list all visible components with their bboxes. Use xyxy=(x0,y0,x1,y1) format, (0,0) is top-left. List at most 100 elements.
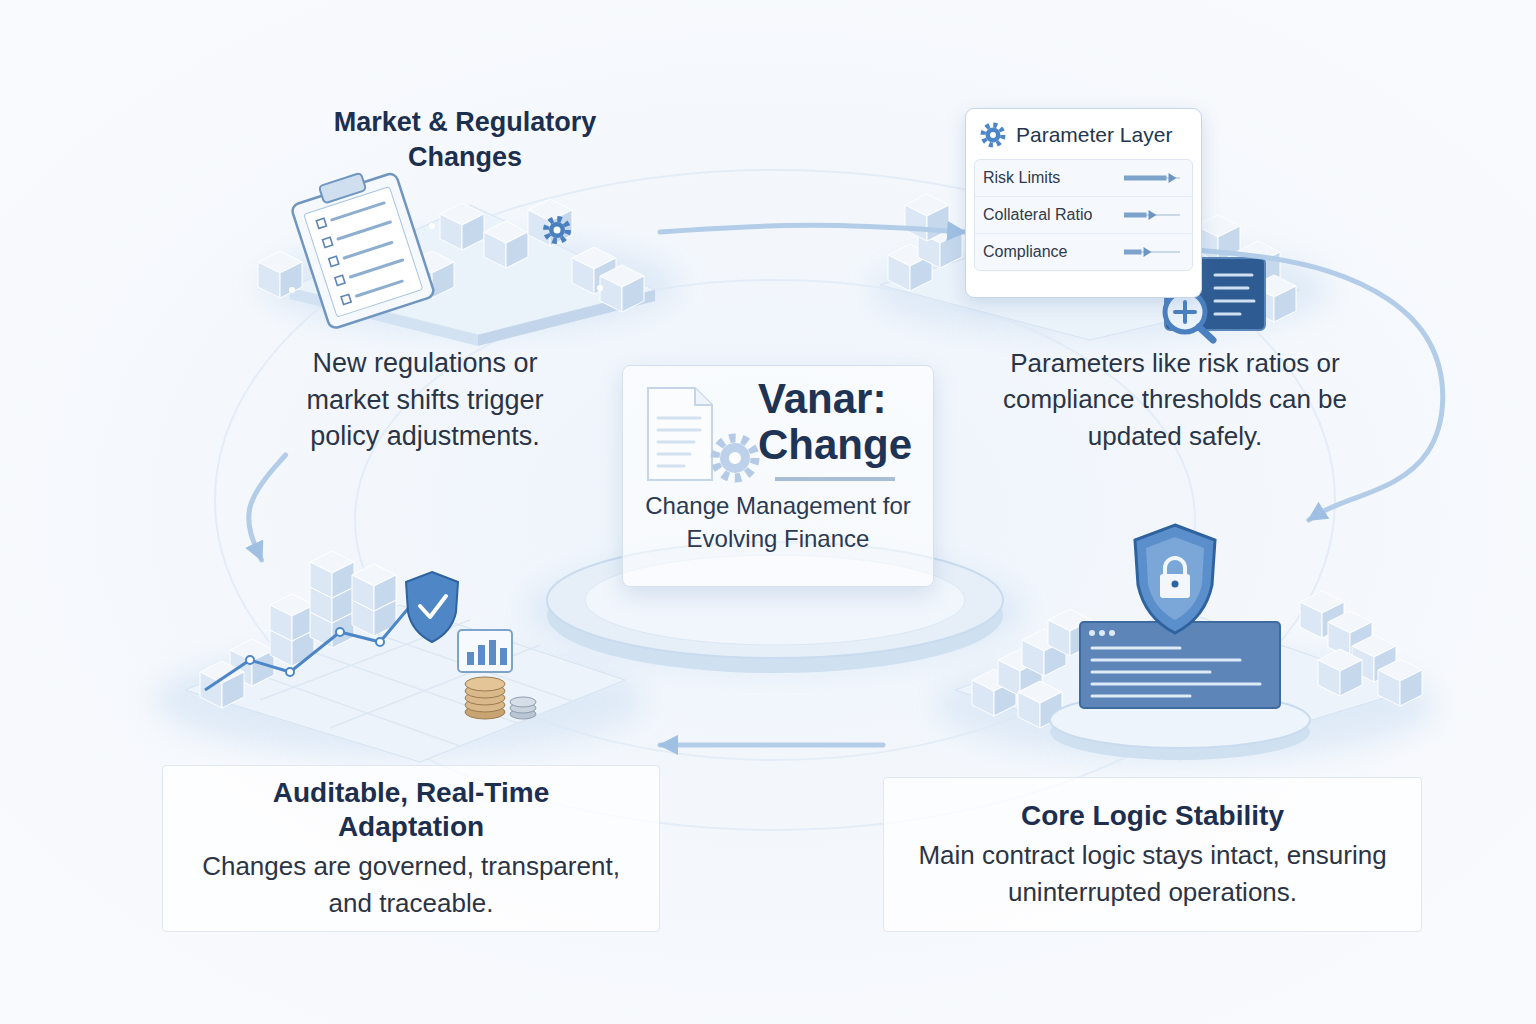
adaptation-illustration xyxy=(376,638,384,646)
market-illustration xyxy=(546,219,568,241)
slider-bar xyxy=(1124,250,1142,255)
section-description: New regulations or market shifts trigger… xyxy=(275,345,575,455)
market-illustration xyxy=(341,294,351,304)
adaptation-illustration xyxy=(458,630,512,672)
market-illustration xyxy=(440,203,484,250)
adaptation-illustration xyxy=(420,596,446,617)
gear-icon xyxy=(983,125,1003,145)
card-subtitle: Change Management for Evolving Finance xyxy=(623,490,927,555)
slider-icon xyxy=(1122,245,1184,259)
market-illustration xyxy=(335,275,345,285)
process-section: Auditable, Real-Time AdaptationChanges a… xyxy=(162,560,660,932)
core-logic-illustration xyxy=(1135,525,1215,633)
adaptation-illustration xyxy=(467,652,474,665)
core-logic-illustration xyxy=(1318,649,1362,696)
adaptation-illustration xyxy=(406,572,458,642)
center-card: Vanar: ChangeChange Management for Evolv… xyxy=(622,365,934,587)
market-illustration xyxy=(597,285,603,291)
market-illustration xyxy=(316,218,326,228)
parameter-row: Compliance xyxy=(975,234,1192,270)
adaptation-illustration xyxy=(510,697,536,707)
flow-arrow xyxy=(660,225,965,232)
parameter-illustration xyxy=(1215,275,1254,314)
market-illustration xyxy=(549,222,565,238)
adaptation-illustration xyxy=(205,592,422,690)
market-illustration xyxy=(528,199,572,246)
adaptation-illustration xyxy=(478,645,485,665)
market-illustration xyxy=(319,173,366,204)
parameter-panel: Parameter LayerRisk LimitsCollateral Rat… xyxy=(965,108,1202,298)
adaptation-illustration xyxy=(465,677,505,691)
market-illustration xyxy=(289,287,295,293)
market-illustration xyxy=(429,223,435,229)
box-description: Changes are governed, transparent, and t… xyxy=(183,848,639,921)
adaptation-illustration xyxy=(500,648,507,665)
core-logic-illustration xyxy=(1146,537,1204,620)
parameter-name: Compliance xyxy=(983,243,1067,261)
market-illustration xyxy=(546,219,568,241)
slider-icon xyxy=(1122,208,1184,222)
market-illustration xyxy=(600,265,644,312)
adaptation-illustration xyxy=(336,628,344,636)
slider-knob xyxy=(1169,173,1177,183)
slider-bar xyxy=(1124,213,1147,218)
parameter-row: Collateral Ratio xyxy=(975,197,1192,234)
panel-header: Parameter Layer xyxy=(974,117,1193,153)
adaptation-illustration xyxy=(286,668,294,676)
info-box: Core Logic StabilityMain contract logic … xyxy=(883,777,1422,932)
gear-icon xyxy=(986,128,1001,143)
core-logic-illustration xyxy=(955,610,1410,760)
adaptation-illustration xyxy=(352,564,396,611)
parameter-list: Risk LimitsCollateral RatioCompliance xyxy=(974,159,1193,271)
section-heading: Market & Regulatory Changes xyxy=(300,105,630,175)
process-section: Core Logic StabilityMain contract logic … xyxy=(883,520,1422,932)
parameter-illustration xyxy=(1199,327,1213,340)
info-box: Auditable, Real-Time AdaptationChanges a… xyxy=(162,765,660,932)
core-logic-illustration xyxy=(1160,574,1190,598)
flow-arrow xyxy=(660,742,883,747)
market-illustration xyxy=(332,203,409,296)
market-illustration xyxy=(287,163,435,330)
card-title: Vanar: Change xyxy=(758,376,930,468)
adaptation-illustration xyxy=(489,640,496,665)
market-illustration xyxy=(484,221,528,268)
adaptation-illustration xyxy=(185,551,625,762)
flow-arrow xyxy=(249,455,286,560)
gear-icon xyxy=(978,120,1008,150)
core-logic-illustration xyxy=(1089,630,1095,636)
gear-icon xyxy=(990,132,996,138)
box-description: Main contract logic stays intact, ensuri… xyxy=(904,837,1401,910)
core-logic-illustration xyxy=(1092,648,1260,696)
market-illustration xyxy=(323,237,333,247)
core-logic-illustration xyxy=(1165,558,1185,576)
core-logic-illustration xyxy=(1172,581,1179,588)
core-logic-illustration xyxy=(1378,659,1422,706)
slider-knob xyxy=(1149,210,1157,220)
market-illustration xyxy=(329,256,339,266)
core-logic-illustration xyxy=(1109,630,1115,636)
slider-icon xyxy=(1122,171,1184,185)
box-heading: Core Logic Stability xyxy=(1021,799,1284,833)
process-section: Market & Regulatory ChangesNew regulatio… xyxy=(270,105,660,455)
box-heading: Auditable, Real-Time Adaptation xyxy=(241,776,581,844)
parameter-illustration xyxy=(905,194,949,241)
core-logic-illustration xyxy=(1099,630,1105,636)
market-illustration xyxy=(258,251,302,298)
core-logic-illustration xyxy=(1080,622,1280,708)
market-illustration xyxy=(291,172,436,330)
adaptation-illustration xyxy=(185,605,625,762)
market-illustration xyxy=(554,227,561,234)
adaptation-illustration xyxy=(270,594,314,641)
adaptation-illustration xyxy=(310,551,354,598)
adaptation-illustration xyxy=(246,656,254,664)
panel-title: Parameter Layer xyxy=(1016,123,1172,147)
gear-icon xyxy=(983,125,1003,145)
market-illustration xyxy=(304,187,423,318)
description-label: Parameters like risk ratios or complianc… xyxy=(970,345,1380,454)
parameter-name: Collateral Ratio xyxy=(983,206,1092,224)
parameter-name: Risk Limits xyxy=(983,169,1060,187)
slider-knob xyxy=(1144,247,1152,257)
core-logic-illustration xyxy=(955,525,1422,760)
